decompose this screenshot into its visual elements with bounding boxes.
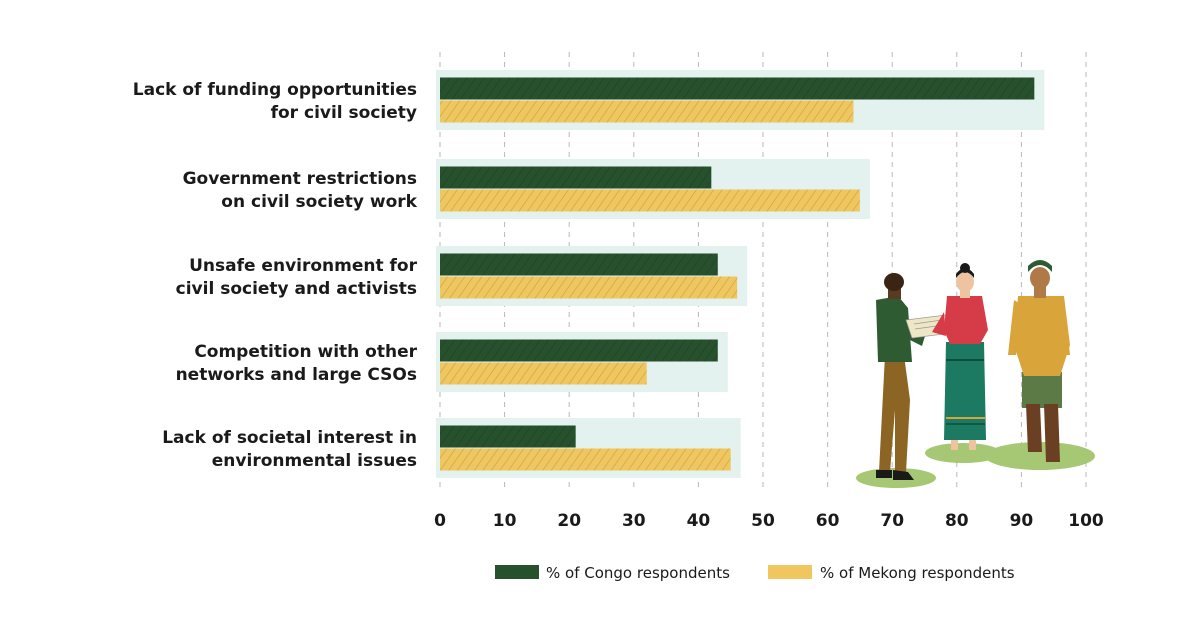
three-people-illustration — [856, 260, 1095, 488]
bar-texture — [440, 276, 738, 299]
x-tick-label: 60 — [816, 511, 840, 531]
category-label: Lack of societal interest in environmenta… — [162, 428, 417, 471]
category-label-line: Government restrictions — [183, 169, 417, 189]
category-label: Government restrictions on civil society … — [183, 169, 418, 212]
bar-texture — [440, 339, 718, 362]
bar-texture — [440, 189, 860, 212]
category-label-line: Competition with other — [194, 342, 417, 362]
x-tick-label: 90 — [1010, 511, 1034, 531]
category-label-line: Unsafe environment for — [189, 256, 418, 276]
category-label: Competition with other networks and large… — [176, 342, 418, 385]
category-label-line: on civil society work — [221, 192, 417, 212]
category-label-line: environmental issues — [212, 451, 417, 471]
category-label-line: for civil society — [271, 103, 417, 123]
x-tick-label: 10 — [493, 511, 517, 531]
category-label: Unsafe environment for civil society and … — [176, 256, 418, 299]
bar-texture — [440, 166, 712, 189]
x-tick-label: 20 — [557, 511, 581, 531]
bars — [440, 77, 1035, 471]
bar-texture — [440, 100, 854, 123]
legend-swatch — [495, 565, 539, 579]
bar-texture — [440, 362, 647, 385]
category-label: Lack of funding opportunities for civil s… — [133, 80, 417, 123]
legend-label: % of Mekong respondents — [820, 564, 1015, 582]
x-tick-label: 0 — [434, 511, 446, 531]
category-label-line: networks and large CSOs — [176, 365, 417, 385]
x-tick-label: 100 — [1068, 511, 1104, 531]
category-label-line: Lack of societal interest in — [162, 428, 417, 448]
category-labels: Lack of funding opportunities for civil s… — [133, 80, 418, 471]
x-tick-label: 70 — [880, 511, 904, 531]
x-tick-label: 80 — [945, 511, 969, 531]
x-tick-label: 30 — [622, 511, 646, 531]
bar-texture — [440, 253, 718, 276]
legend-label: % of Congo respondents — [546, 564, 730, 582]
legend: % of Congo respondents % of Mekong respon… — [495, 564, 1015, 582]
category-label-line: civil society and activists — [176, 279, 417, 299]
category-label-line: Lack of funding opportunities — [133, 80, 417, 100]
x-axis-ticks: 0 10 20 30 40 50 60 70 80 90 100 — [434, 511, 1104, 531]
person-woman-in-red — [932, 263, 988, 450]
x-tick-label: 40 — [687, 511, 711, 531]
person-man-in-mustard — [1008, 260, 1070, 462]
legend-swatch — [768, 565, 812, 579]
bar-texture — [440, 425, 576, 448]
bar-texture — [440, 77, 1035, 100]
bar-texture — [440, 448, 731, 471]
x-tick-label: 50 — [751, 511, 775, 531]
